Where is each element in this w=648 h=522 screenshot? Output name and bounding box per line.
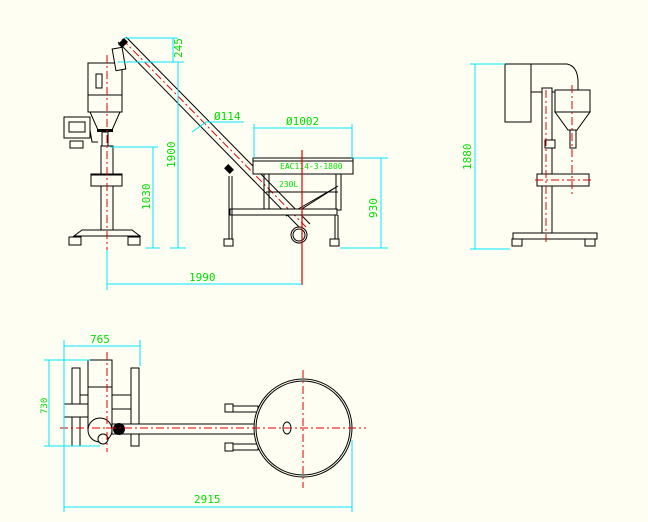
caster-wheel <box>68 236 82 246</box>
filler-clamp <box>97 129 113 132</box>
hopper-rim <box>252 157 354 175</box>
side-motor-cabinet <box>504 63 532 123</box>
dim-1900: 1900 <box>165 142 178 169</box>
hopper-volume-label: 230L <box>279 180 298 189</box>
top-frame-bar <box>229 443 259 451</box>
top-control-panel <box>63 403 89 418</box>
dim-1880: 1880 <box>461 144 474 171</box>
auger-filler-machine <box>63 55 142 255</box>
side-column <box>541 87 553 235</box>
caster-wheel <box>224 403 234 413</box>
motor <box>95 73 103 89</box>
dim-930: 930 <box>367 198 380 218</box>
dim-1030: 1030 <box>140 184 153 211</box>
hopper-model-label: EAC114-3-1800 <box>280 162 343 171</box>
control-screen <box>68 121 86 133</box>
side-spout <box>569 129 577 149</box>
side-top-duct <box>530 63 579 93</box>
top-conveyor-motor <box>113 423 125 435</box>
feed-hopper: EAC114-3-1800 230L <box>223 150 354 285</box>
side-switch-box <box>544 139 556 149</box>
side-base <box>512 232 598 240</box>
caster-wheel <box>223 238 234 247</box>
dim-1990: 1990 <box>189 271 216 284</box>
top-spout <box>97 433 109 445</box>
switch-box <box>69 140 84 149</box>
dim-2915: 2915 <box>194 493 221 506</box>
front-dimensions: 245 1900 1030 Ø114 Ø1002 930 1990 <box>106 37 388 290</box>
dim-hopper-diameter: Ø1002 <box>286 115 319 128</box>
front-view: EAC114-3-1800 230L 245 1900 1030 Ø114 Ø1… <box>63 36 388 290</box>
caster-wheel <box>584 238 596 247</box>
dim-730: 730 <box>40 398 50 414</box>
top-view: 765 730 2915 <box>40 333 366 512</box>
dim-765: 765 <box>90 333 110 346</box>
tube-clamp <box>224 164 234 174</box>
filler-cone <box>89 111 121 131</box>
conveyor-motor <box>118 38 128 48</box>
side-view: 1880 <box>461 63 598 250</box>
frame-crossbar <box>229 208 338 216</box>
control-panel <box>63 116 91 139</box>
caster-wheel <box>511 238 523 247</box>
filler-hopper-body <box>87 94 123 113</box>
dim-tube-diameter: Ø114 <box>214 110 241 123</box>
dim-245: 245 <box>172 38 185 58</box>
screw-conveyor <box>111 36 311 231</box>
top-frame-bar <box>229 405 259 413</box>
top-filler-box <box>87 359 113 388</box>
caster-wheel <box>127 236 141 246</box>
caster-wheel <box>224 442 234 452</box>
discharge-chute <box>111 46 127 72</box>
top-conveyor-tube <box>111 423 259 435</box>
caster-wheel <box>329 238 340 247</box>
